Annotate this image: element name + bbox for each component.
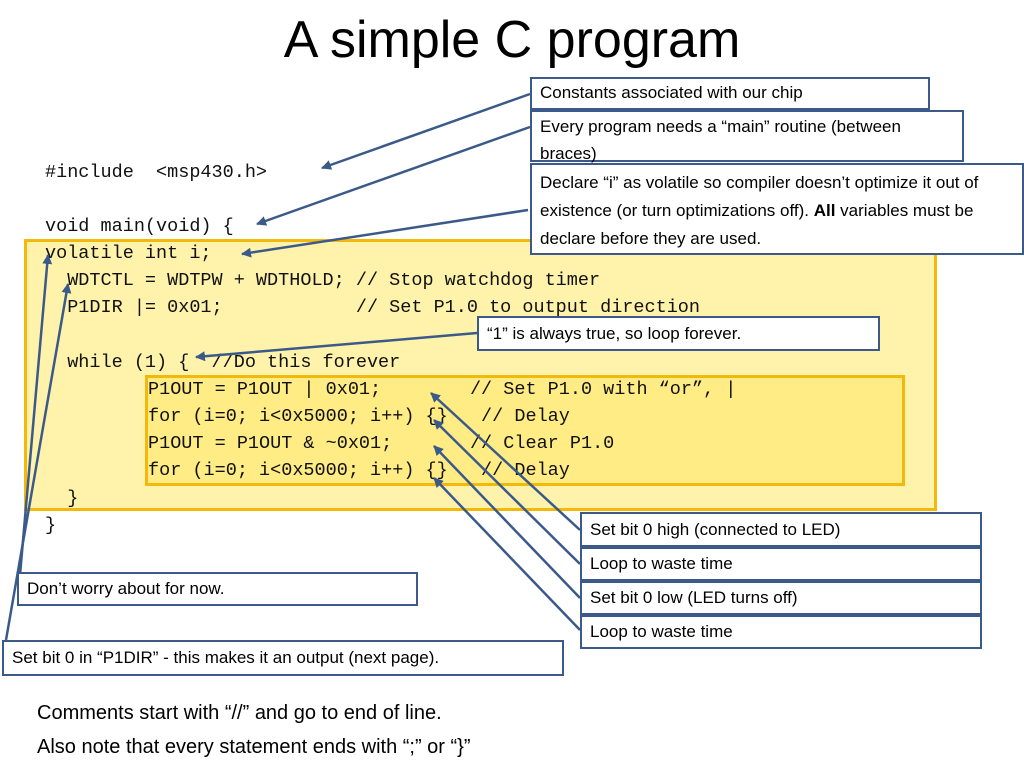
callout-set-low: Set bit 0 low (LED turns off): [580, 581, 982, 615]
code-line-while: while (1) { //Do this forever: [45, 352, 401, 373]
callout-set-high: Set bit 0 high (connected to LED): [580, 512, 982, 547]
code-line-delay-1: for (i=0; i<0x5000; i++) {} // Delay: [148, 406, 570, 427]
code-line-main: void main(void) {: [45, 216, 234, 237]
code-line-p1out-or: P1OUT = P1OUT | 0x01; // Set P1.0 with “…: [148, 379, 737, 400]
slide-title: A simple C program: [283, 11, 741, 69]
code-line-main-close: }: [45, 515, 57, 536]
callout-p1dir: Set bit 0 in “P1DIR” - this makes it an …: [2, 640, 564, 676]
arrow-constants: [321, 92, 531, 170]
callout-volatile-text-2: variables must be declare before they ar…: [540, 201, 974, 248]
code-line-p1dir: P1DIR |= 0x01; // Set P1.0 to output dir…: [45, 297, 701, 318]
callout-waste-2: Loop to waste time: [580, 615, 982, 649]
callout-main: Every program needs a “main” routine (be…: [530, 110, 964, 163]
callout-volatile-bold: All: [813, 201, 836, 220]
arrow-main: [256, 125, 531, 226]
callout-loop-forever: “1” is always true, so loop forever.: [477, 316, 880, 351]
code-line-p1out-and: P1OUT = P1OUT & ~0x01; // Clear P1.0: [148, 433, 615, 454]
callout-dont-worry: Don’t worry about for now.: [17, 572, 418, 606]
code-line-while-close: }: [45, 488, 79, 509]
code-line-volatile: volatile int i;: [45, 243, 212, 264]
code-line-delay-2: for (i=0; i<0x5000; i++) {} // Delay: [148, 460, 570, 481]
footer-comments-note: Comments start with “//” and go to end o…: [37, 702, 442, 724]
code-line-wdtctl: WDTCTL = WDTPW + WDTHOLD; // Stop watchd…: [45, 270, 601, 291]
callout-constants: Constants associated with our chip: [530, 77, 930, 110]
code-line-include: #include <msp430.h>: [45, 162, 268, 183]
footer-statements-note: Also note that every statement ends with…: [37, 736, 471, 758]
callout-volatile: Declare “i” as volatile so compiler does…: [530, 163, 1024, 255]
callout-volatile-text: Declare “i” as volatile so compiler does…: [540, 173, 979, 220]
callout-waste-1: Loop to waste time: [580, 547, 982, 581]
